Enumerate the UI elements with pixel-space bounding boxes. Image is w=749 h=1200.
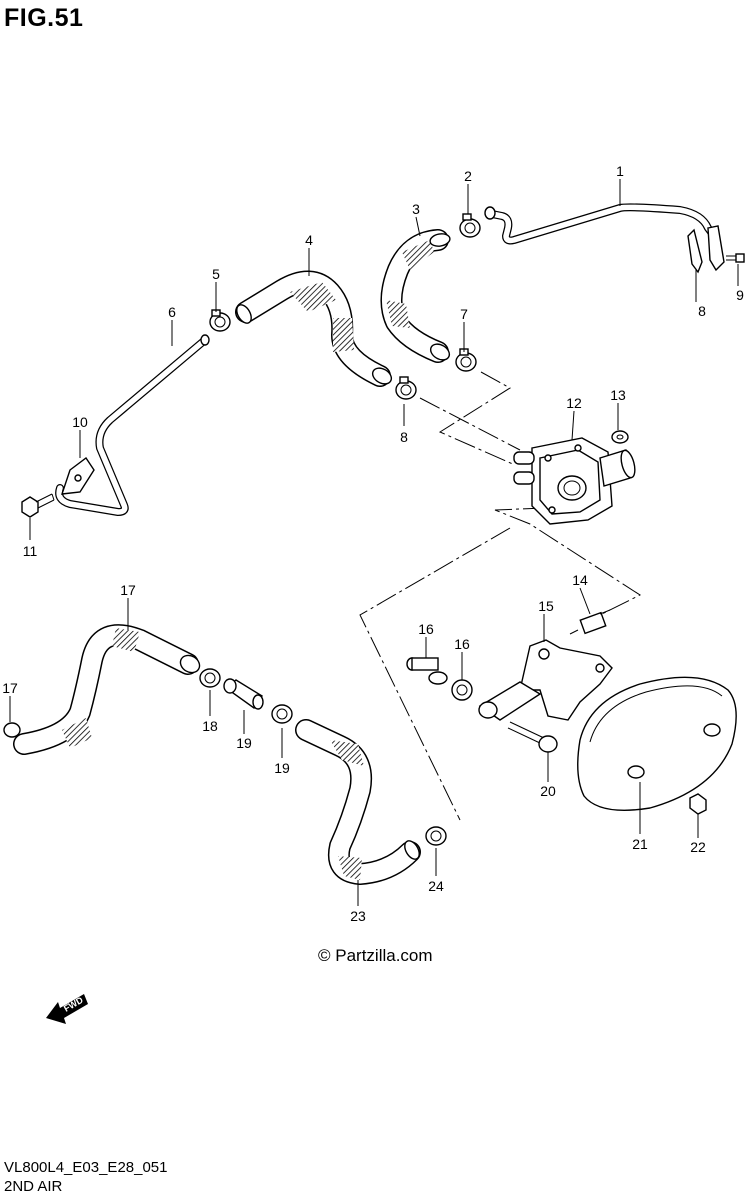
callout-5: 1 [616,163,624,179]
callout-18: 24 [428,878,444,894]
callout-19-left: 11 [23,543,38,559]
callout-1: 14 [572,572,588,588]
callout-8-right: 8 [698,303,706,319]
part-24-collar [451,679,473,701]
assembly-lines [359,371,642,821]
callout-2: 6 [168,304,176,320]
part-6-hose [380,229,451,363]
clamp-16-left [199,668,221,688]
part-15-clamp [3,722,21,738]
callout-23: 20 [540,783,556,799]
part-21-nut [611,430,629,444]
callout-16-left: 18 [202,718,218,734]
clamp-18 [425,826,447,846]
diagram-code: VL800L4_E03_E28_051 [4,1159,168,1176]
diagram-caption: 2ND AIR [4,1178,63,1195]
callout-21: 13 [610,387,626,403]
callout-10: 15 [538,598,554,614]
part-19-bolt-left [21,493,55,518]
callout-8-left: 10 [72,414,88,430]
callout-22: 16 [418,621,434,637]
callout-9: 12 [566,395,582,411]
callout-14: 21 [632,836,648,852]
callout-labels: 1 2 3 4 5 6 7 8 8 9 10 11 12 13 14 15 16… [2,163,744,924]
callout-13: 19 [236,735,252,751]
part-11-hose [13,624,201,755]
callout-4: 5 [212,266,220,282]
callout-6: 3 [412,201,420,217]
callout-17-bottom: 8 [400,429,408,445]
part-12-hose [295,719,421,885]
part-10-bracket [478,639,613,721]
part-13-joint [223,678,264,710]
part-8-bracket-right [687,225,725,274]
part-1-sensor [569,609,611,635]
clamp-17-right [455,348,477,372]
callout-12: 23 [350,908,366,924]
callout-7: 2 [464,168,472,184]
callout-3: 4 [305,232,313,248]
part-14-cover [577,676,737,811]
part-3-hose [235,270,393,387]
clamp-7 [459,213,481,238]
part-20-nut [689,793,707,815]
clamp-17-left [395,376,417,400]
leader-lines [9,179,739,906]
fwd-arrow-icon: FWD [46,994,88,1024]
part-5-pipe [484,203,718,245]
copyright-notice: © Partzilla.com [318,946,433,965]
clamp-16-right [271,704,293,724]
part-23-bolt [507,721,558,753]
part-19-bolt-right [726,253,745,263]
part-9-valve-body [513,437,636,525]
figure-title: FIG.51 [4,4,84,32]
part-22-bolt [406,657,448,685]
callout-20: 22 [690,839,706,855]
callout-24: 16 [454,636,470,652]
part-2-pipe [55,334,210,516]
part-8-bracket-left [60,456,95,495]
callout-11: 17 [120,582,136,598]
callout-19-right: 9 [736,287,744,303]
callout-15: 17 [2,680,18,696]
clamp-4 [209,309,231,332]
callout-17-top: 7 [460,306,468,322]
callout-16-right: 19 [274,760,290,776]
